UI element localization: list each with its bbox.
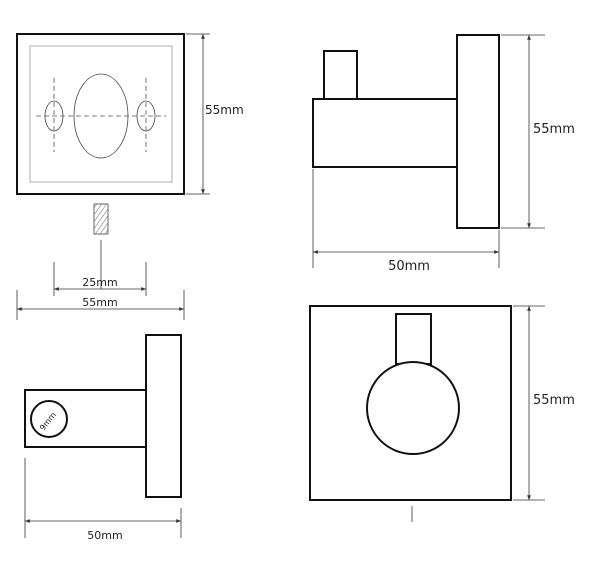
hook-arm [312, 98, 458, 168]
side-height-label: 55mm [533, 122, 575, 137]
mounting-plate-outline [16, 33, 185, 195]
front-height-label: 55mm [533, 393, 575, 408]
wall-plate-bottom [145, 334, 182, 498]
front-view: 55mm [309, 305, 575, 522]
side-view: 55mm 50mm [312, 34, 575, 274]
hook-pin [323, 50, 358, 100]
plate-height-label: 55mm [205, 103, 244, 117]
bottom-depth-label: 50mm [87, 529, 122, 542]
front-hook-pin [395, 313, 432, 365]
front-arm-end [366, 361, 460, 455]
plate-width-label: 55mm [82, 296, 117, 309]
mounting-plate-inner-outline [29, 45, 173, 183]
hole-spacing-label: 25mm [82, 276, 117, 289]
pin-section-circle [30, 400, 68, 438]
threaded-stud [93, 203, 109, 235]
mounting-plate-view: 55mm 25mm 55mm [16, 33, 244, 320]
side-depth-label: 50mm [388, 259, 430, 274]
wall-plate-side [456, 34, 500, 229]
bottom-view: 9mm 50mm [24, 334, 182, 542]
